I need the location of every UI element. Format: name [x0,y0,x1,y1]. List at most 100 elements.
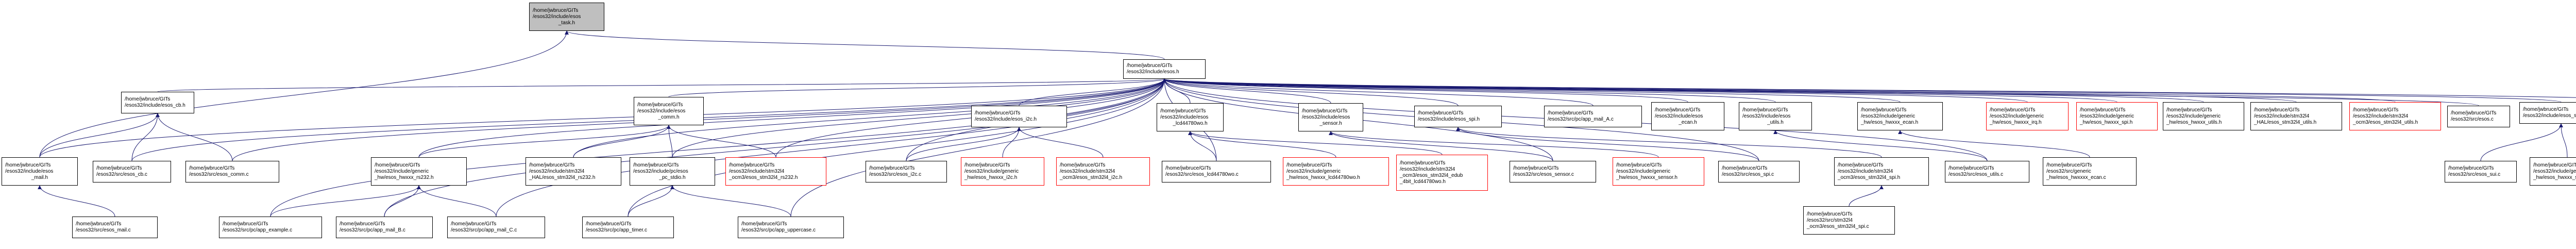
edge-esos-spi-c-to-esos-spi-h [1456,127,1759,161]
graph-node-esos-h[interactable]: /home/jwbruce/GITs/esos32/include/esos.h [1123,59,1206,79]
node-label-line: _ocm3/esos_stm32l4_spi.h [1838,174,1901,180]
edge-ocm3-esos-stm32l4-rs232-h-to-esos-comm-h [667,125,776,158]
graph-node-app-uppercase-c[interactable]: /home/jwbruce/GITs/esos32/src/pc/app_upp… [738,217,844,238]
node-label-line: /esos32/src/pc/app_uppercase.c [741,227,816,233]
edge-esos-comm-h-to-esos-h [668,78,1166,97]
graph-node-esos-hwxxx-irq-h[interactable]: /home/jwbruce/GITs/esos32/include/generi… [1986,102,2069,130]
graph-node-esos-mail-c[interactable]: /home/jwbruce/GITs/esos32/src/esos_mail.… [72,217,158,238]
node-label-line: /home/jwbruce/GITs [1655,107,1701,113]
graph-node-esos-i2c-h[interactable]: /home/jwbruce/GITs/esos32/include/esos_i… [971,106,1067,127]
graph-node-esos-hwxxx-lcd44780wo-h[interactable]: /home/jwbruce/GITs/esos32/include/generi… [1283,157,1389,186]
graph-node-esos-task-h[interactable]: /home/jwbruce/GITs/esos32/include/esos_t… [529,3,604,31]
graph-node-ocm3-esos-stm32l4-spi-c[interactable]: /home/jwbruce/GITs/esos32/src/stm32l4_oc… [1803,206,1895,235]
graph-node-esos-utils-h[interactable]: /home/jwbruce/GITs/esos32/include/esos_u… [1739,102,1812,130]
edge-app-timer-c-to-esos-h [628,78,1166,217]
edge-hal-esos-stm32l4-rs232-h-to-esos-comm-h [573,125,671,158]
graph-node-esos-hwxxx-sensor-h[interactable]: /home/jwbruce/GITs/esos32/include/generi… [1613,157,1704,186]
graph-node-hal-esos-stm32l4-utils-h[interactable]: /home/jwbruce/GITs/esos32/include/stm32l… [2250,102,2342,130]
graph-node-esos-hwxxx-ecan-h[interactable]: /home/jwbruce/GITs/esos32/include/generi… [1857,102,1943,130]
graph-node-esos-hwxxx-sui-h[interactable]: /home/jwbruce/GITs/esos32/include/generi… [2530,157,2576,186]
edge-hal-esos-stm32l4-rs232-h-to-esos-h [573,78,1166,158]
node-label-line: /esos32/src/esos_sensor.c [1513,172,1574,177]
node-label-line: _comm.h [658,114,680,120]
graph-node-esos-utils-c[interactable]: /home/jwbruce/GITs/esos32/src/esos_utils… [1945,161,2029,182]
node-label-line: /esos32/src/esos_cb.c [96,172,147,177]
node-label-line: /esos32/include/stm32l4 [729,168,785,174]
node-label-line: /home/jwbruce/GITs [2448,165,2494,171]
node-label-line: _HAL/esos_stm32l4_utils.h [2254,119,2317,125]
graph-node-ocm3-edub-lcd-h[interactable]: /home/jwbruce/GITs/esos32/include/stm32l… [1396,155,1488,191]
graph-node-esos-sensor-h[interactable]: /home/jwbruce/GITs/esos32/include/esos_s… [1298,103,1363,131]
graph-node-ocm3-esos-stm32l4-i2c-h[interactable]: /home/jwbruce/GITs/esos32/include/stm32l… [1056,157,1150,186]
graph-node-ocm3-esos-stm32l4-utils-h[interactable]: /home/jwbruce/GITs/esos32/include/stm32l… [2349,102,2441,130]
graph-node-esos-c[interactable]: /home/jwbruce/GITs/esos32/src/esos.c [2447,106,2510,127]
graph-node-app-mail-B-c[interactable]: /home/jwbruce/GITs/esos32/src/pc/app_mai… [336,217,433,238]
graph-node-hal-esos-stm32l4-rs232-h[interactable]: /home/jwbruce/GITs/esos32/include/stm32l… [526,157,621,186]
edge-esos-spi-h-to-esos-h [1162,78,1459,106]
node-label-line: /esos32/include/esos_spi.h [1418,117,1480,122]
node-label-line: _ocm3/esos_stm32l4_utils.h [2353,119,2418,125]
edge-ocm3-esos-stm32l4-spi-c-to-ocm3-esos-stm32l4-spi-h [1849,185,1884,207]
node-label-line: /home/jwbruce/GITs [2533,162,2576,168]
node-label-line: _ocm3/esos_stm32l4_i2c.h [1060,174,1123,180]
graph-node-app-mail-A-c[interactable]: /home/jwbruce/GITs/esos32/src/pc/app_mai… [1544,106,1642,127]
node-label-line: /esos32/src/pc/app_example.c [223,227,293,233]
graph-node-esos-cb-h[interactable]: /home/jwbruce/GITs/esos32/include/esos_c… [121,92,194,113]
node-label-line: /home/jwbruce/GITs [1060,162,1106,168]
graph-node-esos-sui-h[interactable]: /home/jwbruce/GITs/esos32/include/esos_s… [2519,102,2576,124]
graph-node-esos-comm-c[interactable]: /home/jwbruce/GITs/esos32/src/esos_comm.… [185,161,279,182]
graph-node-esos-mail-h[interactable]: /home/jwbruce/GITs/esos32/include/esos_m… [2,157,78,186]
graph-node-esos-lcd44780wo-c[interactable]: /home/jwbruce/GITs/esos32/src/esos_lcd44… [1162,161,1271,182]
node-label-line: /home/jwbruce/GITs [1286,162,1332,168]
node-label-line: /esos32/include/esos [1742,113,1791,119]
node-label-line: /home/jwbruce/GITs [1418,110,1464,116]
node-label-line: /esos32/include/generic [1861,113,1916,119]
edge-esos-c-to-esos-h [1162,78,2479,106]
graph-node-app-timer-c[interactable]: /home/jwbruce/GITs/esos32/src/pc/app_tim… [582,217,674,238]
node-label-line: /esos32/include/stm32l4 [529,168,585,174]
edge-ocm3-edub-lcd-h-to-esos-lcd44780wo-h [1188,131,1443,155]
graph-node-esos-cb-c[interactable]: /home/jwbruce/GITs/esos32/src/esos_cb.c [93,161,171,182]
graph-node-esos-sui-c[interactable]: /home/jwbruce/GITs/esos32/src/esos_sui.c [2445,161,2517,182]
node-label-line: /home/jwbruce/GITs [1742,107,1788,113]
node-label-line: _ocm3/esos_stm32l4_rs232.h [729,174,798,180]
node-label-line: /esos32/include/esos [637,108,686,114]
graph-node-ocm3-esos-stm32l4-spi-h[interactable]: /home/jwbruce/GITs/esos32/include/stm32l… [1834,157,1929,186]
graph-node-esos-hwxxx-rs232-h[interactable]: /home/jwbruce/GITs/esos32/include/generi… [371,157,467,186]
node-label-line: _pc_stdio.h [659,174,686,180]
graph-node-esos-hwxxx-spi-h[interactable]: /home/jwbruce/GITs/esos32/include/generi… [2076,102,2158,130]
node-label-line: /home/jwbruce/GITs [975,110,1021,116]
graph-node-esos-spi-c[interactable]: /home/jwbruce/GITs/esos32/src/esos_spi.c [1718,161,1800,182]
graph-node-esos-spi-h[interactable]: /home/jwbruce/GITs/esos32/include/esos_s… [1414,106,1502,127]
node-label-line: /home/jwbruce/GITs [340,221,385,227]
edge-app-mail-C-c-to-esos-h [496,78,1166,217]
graph-node-esos-lcd44780wo-h[interactable]: /home/jwbruce/GITs/esos32/include/esos_l… [1157,103,1224,131]
node-label-line: _hw/esos_hwxxx_spi.h [2080,119,2133,125]
graph-node-esos-hwxxx-utils-h[interactable]: /home/jwbruce/GITs/esos32/include/generi… [2163,102,2244,130]
node-label-line: /esos32/src/esos_sui.c [2448,172,2501,177]
graph-node-esos-i2c-c[interactable]: /home/jwbruce/GITs/esos32/src/esos_i2c.c [866,161,947,182]
node-label-line: /home/jwbruce/GITs [451,221,497,227]
graph-node-ocm3-esos-stm32l4-rs232-h[interactable]: /home/jwbruce/GITs/esos32/include/stm32l… [725,157,826,186]
graph-node-esos-hwxxx-i2c-h[interactable]: /home/jwbruce/GITs/esos32/include/generi… [961,157,1044,186]
graph-node-esos-pc-stdio-h[interactable]: /home/jwbruce/GITs/esos32/include/pc/eso… [630,157,715,186]
node-label-line: /esos32/src/pc/app_mail_A.c [1548,117,1614,122]
node-label-line: _hw/esos_hwxxx_ecan.h [1861,119,1919,125]
node-label-line: /esos32/include/stm32l4 [1400,167,1455,172]
graph-node-esos-hwxxxx-ecan-c[interactable]: /home/jwbruce/GITs/esos32/src/generic_hw… [2043,157,2137,186]
graph-node-app-mail-C-c[interactable]: /home/jwbruce/GITs/esos32/src/pc/app_mai… [447,217,545,238]
node-label-line: /home/jwbruce/GITs [1807,211,1853,217]
graph-node-esos-comm-h[interactable]: /home/jwbruce/GITs/esos32/include/esos_c… [634,97,704,125]
edge-esos-cb-c-to-esos-cb-h [131,113,160,161]
node-label-line: /esos32/include/generic [2166,113,2221,119]
node-label-line: /home/jwbruce/GITs [1127,63,1173,69]
node-label-line: _hw/esos_hwxxx_lcd44780wo.h [1286,174,1360,180]
graph-node-app-example-c[interactable]: /home/jwbruce/GITs/esos32/src/pc/app_exa… [219,217,322,238]
graph-node-esos-sensor-c[interactable]: /home/jwbruce/GITs/esos32/src/esos_senso… [1510,161,1596,182]
edge-esos-lcd44780wo-c-to-esos-lcd44780wo-h [1188,131,1217,161]
graph-node-esos-ecan-h[interactable]: /home/jwbruce/GITs/esos32/include/esos_e… [1651,102,1724,130]
node-label-line: /home/jwbruce/GITs [223,221,268,227]
node-label-line: _ocm3/esos_stm32l4_edub [1400,173,1463,178]
node-label-line: /esos32/include/esos [1302,114,1350,120]
edge-esos-hwxxx-i2c-h-to-esos-i2c-h [1002,127,1021,158]
